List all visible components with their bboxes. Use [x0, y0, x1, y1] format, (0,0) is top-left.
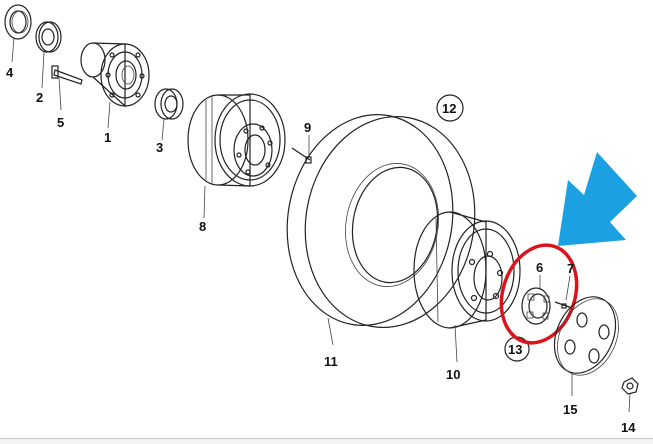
hub-cap	[521, 275, 551, 325]
bottom-border	[0, 438, 653, 444]
bearing	[154, 88, 184, 141]
drum-bolt	[291, 135, 312, 164]
small-bearing	[35, 21, 62, 89]
label-hub-cover: 15	[563, 402, 577, 417]
wheel-hub	[80, 42, 150, 129]
wheel-rim	[413, 211, 521, 363]
hub-cover-plate	[553, 296, 619, 396]
label-small-bearing: 2	[36, 90, 43, 105]
label-nut: 14	[621, 420, 636, 435]
tire-callout	[436, 94, 464, 122]
tire	[286, 114, 476, 346]
seal-ring	[4, 4, 32, 63]
label-clip: 7	[567, 261, 574, 276]
label-stud: 5	[57, 115, 64, 130]
label-drum: 8	[199, 219, 206, 234]
label-tire-callout: 12	[442, 101, 456, 116]
label-hub: 1	[104, 130, 111, 145]
label-rim: 10	[446, 367, 460, 382]
cap-clip	[554, 275, 573, 309]
wheel-stud	[51, 65, 83, 111]
label-hub-cap: 6	[536, 260, 543, 275]
label-bearing: 3	[156, 140, 163, 155]
down-left-arrow-icon	[558, 152, 637, 246]
brake-drum	[187, 93, 286, 219]
label-tire: 11	[324, 354, 338, 369]
wheel-nut	[621, 377, 639, 413]
label-bolt: 9	[304, 120, 311, 135]
label-seal: 4	[6, 65, 14, 80]
label-cap-callout: 13	[508, 342, 522, 357]
